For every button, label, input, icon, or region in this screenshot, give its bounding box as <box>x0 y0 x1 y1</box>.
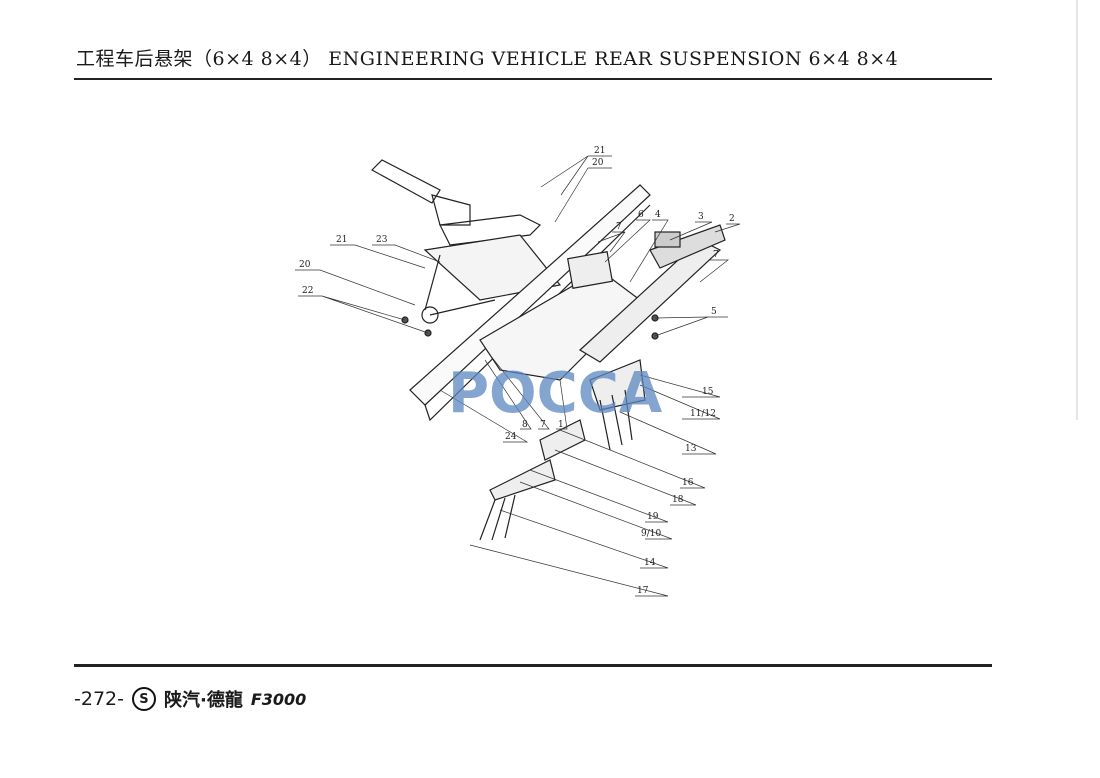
callout-label: 21 <box>594 146 605 156</box>
callout-label: 7 <box>713 250 719 260</box>
page-number: -272- <box>74 688 124 710</box>
callout-label: 6 <box>638 210 644 220</box>
callout-label: 23 <box>376 235 388 245</box>
brand-name: 陕汽·德龍 <box>163 690 243 711</box>
header-divider <box>74 78 992 80</box>
lower-bracket <box>489 459 556 501</box>
torque-rod <box>439 214 542 246</box>
callout-label: 22 <box>302 286 313 296</box>
rubber-pad <box>654 231 681 248</box>
callout-label: 17 <box>637 586 649 596</box>
spring-end <box>649 224 726 269</box>
callout-label: 2 <box>729 214 735 224</box>
lower-bolts <box>479 494 516 541</box>
page-edge <box>1076 0 1078 420</box>
callout-labels: 21 20 21 23 20 22 6 4 3 2 7 7 5 15 11/12… <box>299 146 735 596</box>
callout-label: 20 <box>299 260 311 270</box>
footer: -272- S 陕汽·德龍 F3000 <box>74 686 306 712</box>
axle-housing <box>371 159 441 204</box>
model-name: F3000 <box>250 689 307 709</box>
callout-label: 5 <box>711 307 717 317</box>
leaf-spring <box>579 239 722 363</box>
footer-divider <box>74 664 992 667</box>
callout-label: 15 <box>702 387 714 397</box>
callout-label: 1 <box>558 420 564 430</box>
bracket-block <box>567 251 613 289</box>
callout-label: 16 <box>682 478 694 488</box>
callout-label: 19 <box>647 512 659 522</box>
callout-label: 4 <box>655 210 661 220</box>
u-bolts <box>599 389 633 451</box>
page-title: 工程车后悬架（6×4 8×4） ENGINEERING VEHICLE REAR… <box>76 48 899 70</box>
suspension-drawing <box>371 159 726 541</box>
callout-label: 13 <box>685 444 697 454</box>
leader-lines <box>295 155 741 597</box>
frame-rail <box>409 184 651 406</box>
callout-label: 9/10 <box>641 529 661 539</box>
watermark: POCCA <box>448 361 663 426</box>
rod-end <box>421 306 439 324</box>
bracket-plate <box>423 234 562 301</box>
shaanxi-logo-icon: S <box>131 687 156 711</box>
callout-label: 18 <box>672 495 684 505</box>
callout-label: 7 <box>540 420 546 430</box>
callout-label: 21 <box>336 235 347 245</box>
callout-label: 8 <box>522 420 528 430</box>
callout-label: 14 <box>644 558 656 568</box>
callout-label: 24 <box>505 432 517 442</box>
callout-label: 7 <box>616 222 622 232</box>
spring-seat <box>589 359 646 411</box>
callout-label: 11/12 <box>690 409 716 419</box>
callout-label: 20 <box>592 158 604 168</box>
callout-label: 3 <box>698 212 704 222</box>
